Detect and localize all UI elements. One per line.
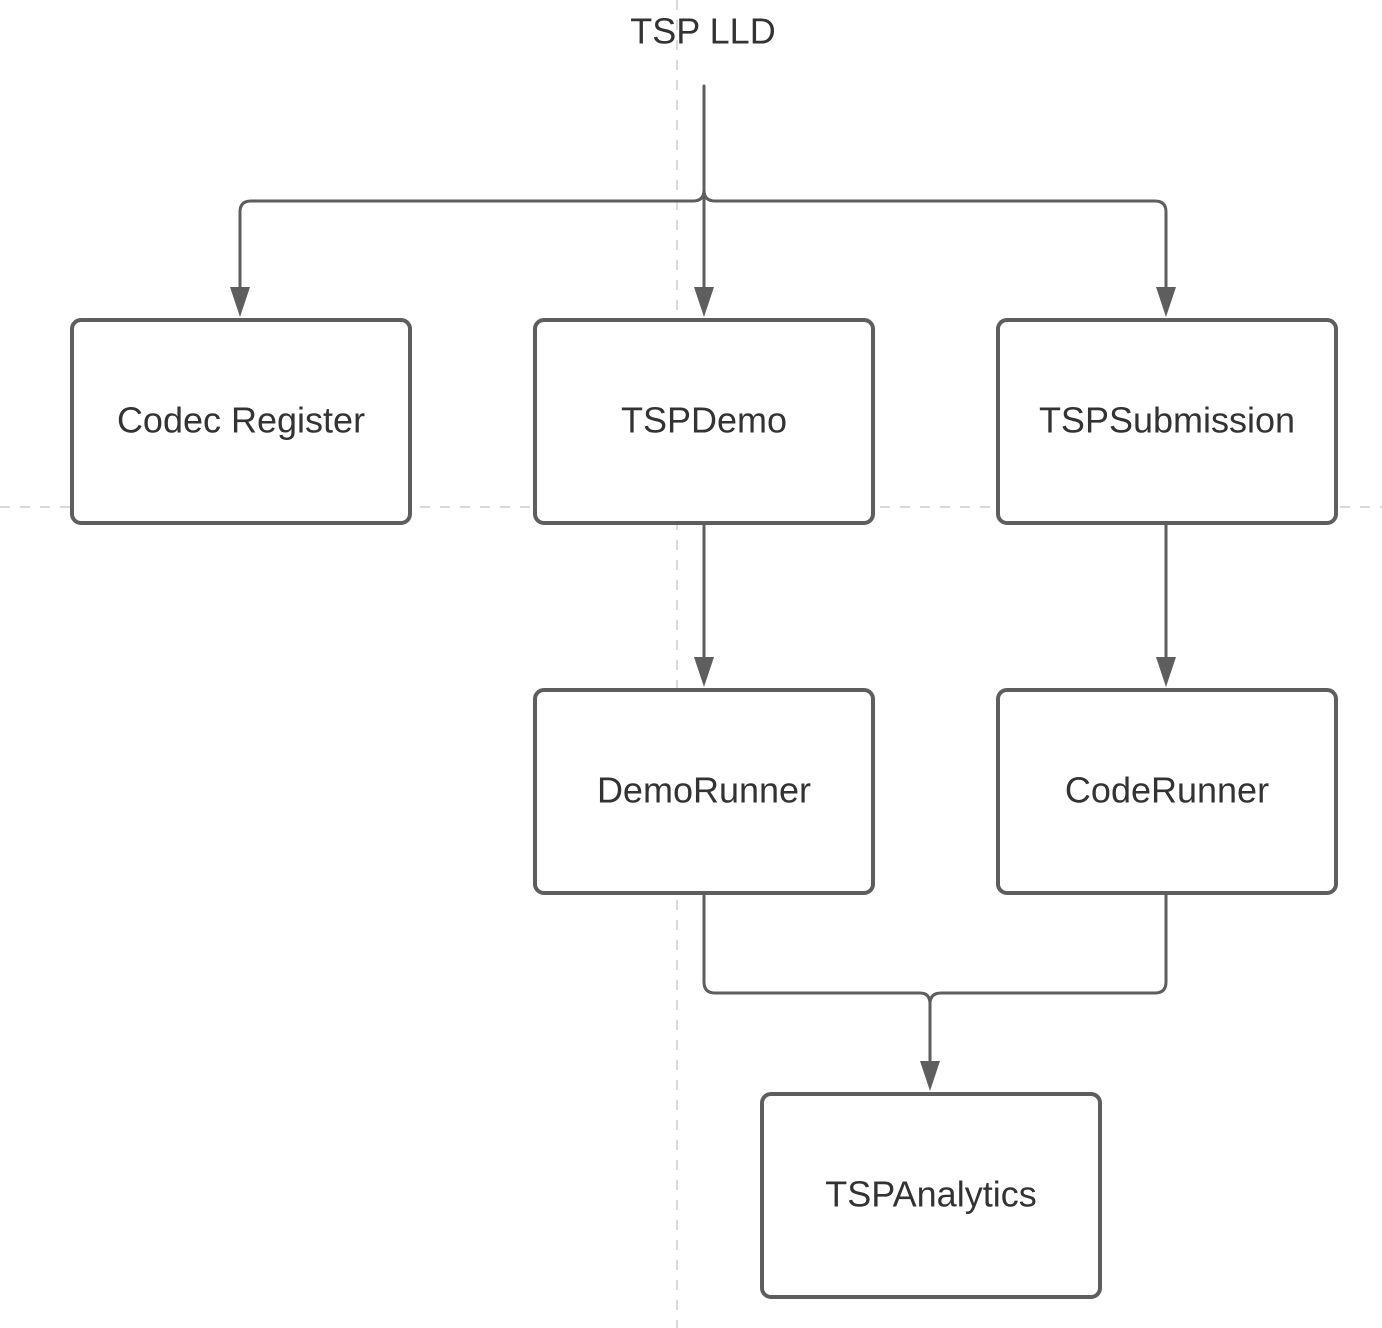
arrowhead-coderunner xyxy=(1156,657,1176,687)
node-tspanalytics[interactable]: TSPAnalytics xyxy=(760,1092,1102,1299)
arrowhead-tspanalytics xyxy=(920,1061,940,1091)
node-label: Codec Register xyxy=(117,400,365,441)
arrowhead-codec-register xyxy=(230,287,250,317)
node-box xyxy=(70,318,412,525)
node-box xyxy=(760,1092,1102,1299)
node-label: TSPAnalytics xyxy=(825,1174,1036,1215)
arrowhead-tspsubmission xyxy=(1156,287,1176,317)
edge-tspdemo-to-demorunner xyxy=(694,521,714,687)
edge-tsp-lld-to-branches xyxy=(230,84,1176,317)
node-box xyxy=(996,688,1338,895)
node-label: CodeRunner xyxy=(1065,770,1269,811)
node-demorunner[interactable]: DemoRunner xyxy=(533,688,875,895)
edge-title-to-codec-register xyxy=(238,188,706,294)
edge-demorunner-to-tspanalytics xyxy=(702,891,932,1068)
node-tspsubmission[interactable]: TSPSubmission xyxy=(996,318,1338,525)
node-coderunner[interactable]: CodeRunner xyxy=(996,688,1338,895)
edge-tspsubmission-to-coderunner xyxy=(1156,521,1176,687)
node-box xyxy=(533,688,875,895)
node-box xyxy=(533,318,875,525)
node-codec-register[interactable]: Codec Register xyxy=(70,318,412,525)
node-tspdemo[interactable]: TSPDemo xyxy=(533,318,875,525)
arrowhead-demorunner xyxy=(694,657,714,687)
edge-runners-to-tspanalytics xyxy=(702,891,1168,1091)
node-label: TSPSubmission xyxy=(1039,400,1295,441)
edge-title-to-tspsubmission xyxy=(702,188,1168,294)
node-label: DemoRunner xyxy=(597,770,811,811)
arrowhead-tspdemo xyxy=(694,287,714,317)
node-box xyxy=(996,318,1338,525)
edge-coderunner-to-tspanalytics xyxy=(928,891,1168,1006)
diagram-title: TSP LLD xyxy=(630,11,775,52)
node-label: TSPDemo xyxy=(621,400,787,441)
